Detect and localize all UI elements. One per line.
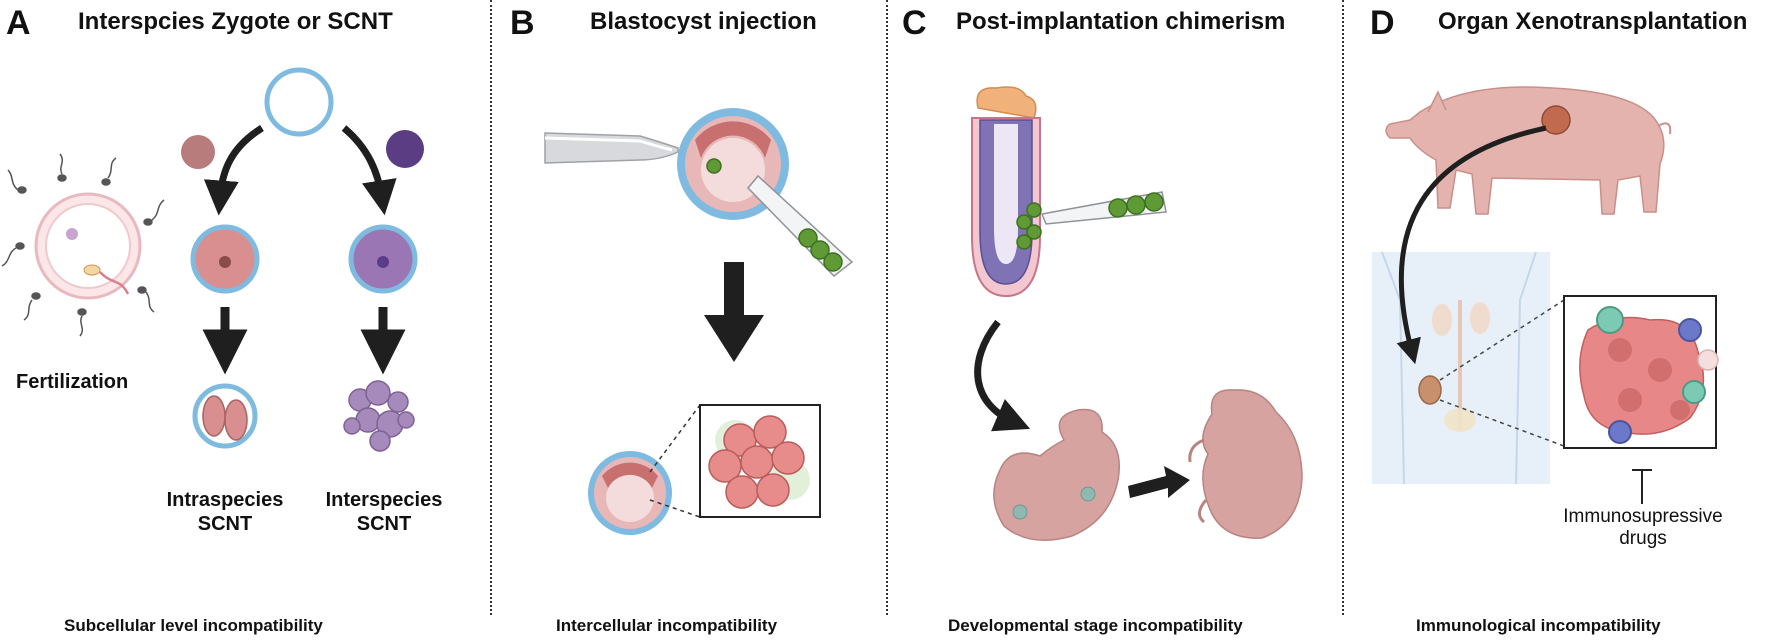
- transplant-arrow: [1396, 125, 1547, 365]
- panel-c-pipette: [1040, 191, 1167, 225]
- holding-pipette: [544, 132, 679, 164]
- panel-a-letter: A: [6, 4, 31, 42]
- pig: [1385, 86, 1672, 215]
- egg-cylinder: [971, 86, 1041, 298]
- panel-a-artwork: [1, 67, 424, 452]
- panel-d-footer: Immunological incompatibility: [1416, 616, 1661, 635]
- panel-a-footer: Subcellular level incompatibility: [64, 616, 323, 635]
- inner-cell-mass-zoom: [699, 404, 821, 518]
- fertilization-label: Fertilization: [16, 371, 129, 393]
- panel-c-title: Post-implantation chimerism: [956, 8, 1286, 35]
- donor-cell-interspecies: [386, 130, 424, 168]
- curved-arrow-right: [341, 125, 397, 216]
- injected-esc-cells: [1016, 202, 1042, 250]
- donor-cell-intraspecies: [181, 135, 215, 169]
- divider-a-b: [490, 0, 492, 615]
- panel-b-title: Blastocyst injection: [590, 8, 817, 35]
- panel-d-title: Organ Xenotransplantation: [1438, 8, 1748, 35]
- divider-c-d: [1342, 0, 1344, 615]
- intraspecies-scnt-label: Intraspecies SCNT: [166, 489, 284, 535]
- divider-b-c: [886, 0, 888, 615]
- panel-b-letter: B: [510, 4, 535, 42]
- panel-d-letter: D: [1370, 4, 1395, 42]
- immune-rejection-zoom: [1563, 295, 1719, 449]
- panel-c-right-arrow: [1128, 466, 1190, 498]
- inhibition-symbol: [1632, 469, 1652, 504]
- chimeric-embryo: [993, 408, 1120, 541]
- panel-b-down-arrow: [704, 262, 764, 362]
- curved-arrow-left: [203, 125, 264, 216]
- panel-b-artwork: [544, 108, 854, 535]
- fertilization-egg: [34, 192, 142, 300]
- injection-pipette: [746, 174, 854, 278]
- sperm-cells: [1, 153, 165, 337]
- panel-c-footer: Developmental stage incompatibility: [948, 616, 1243, 635]
- panel-c-curved-arrow: [974, 319, 1031, 432]
- panel-d-artwork: [1372, 86, 1719, 504]
- human-body: [1372, 251, 1550, 485]
- interspecies-scnt-label: Interspecies SCNT: [325, 489, 443, 535]
- chimeric-blastocyst: [588, 451, 672, 535]
- enucleated-oocyte: [264, 67, 334, 137]
- two-cell-embryo: [192, 383, 258, 449]
- fragmented-embryo: [343, 380, 415, 452]
- panel-c-artwork: [971, 86, 1303, 541]
- chimeric-pup: [1188, 389, 1303, 539]
- panel-c-letter: C: [902, 4, 927, 42]
- panel-a-title: Interspcies Zygote or SCNT: [78, 8, 393, 35]
- panel-b-footer: Intercellular incompatibility: [556, 616, 778, 635]
- immunosuppressive-drugs-label: Immunosupressive drugs: [1563, 506, 1723, 549]
